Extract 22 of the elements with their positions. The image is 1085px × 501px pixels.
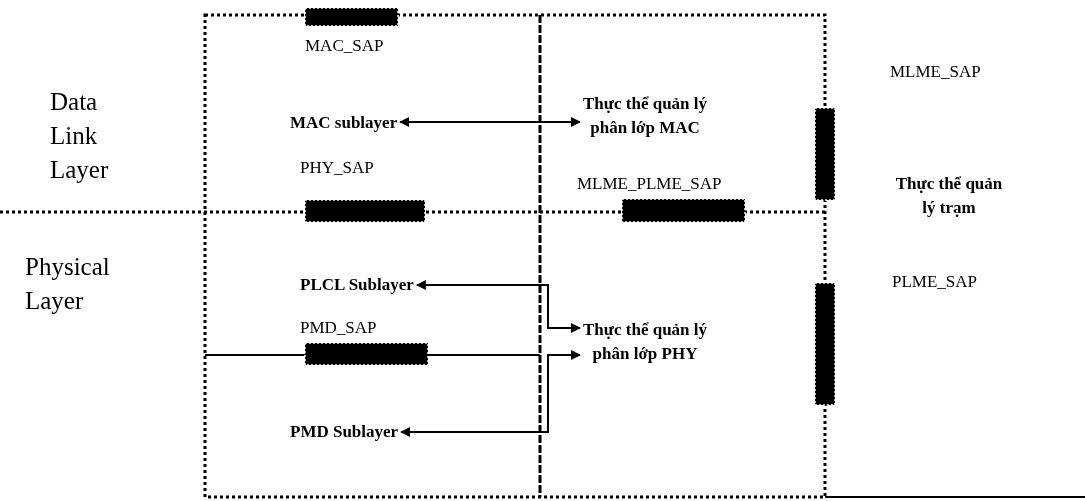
sap-bar: [621, 198, 746, 223]
sublayer-label: PLCL Sublayer: [300, 273, 430, 297]
sap-bar: [304, 342, 429, 366]
sap-bar: [814, 107, 836, 201]
sublayer-label: PMD Sublayer: [290, 420, 420, 444]
sap-label: MLME_PLME_SAP: [577, 174, 722, 194]
sap-label: PMD_SAP: [300, 318, 377, 338]
entity-label: Thực thể quản lý phân lớp PHY: [570, 318, 720, 366]
sublayer-label: MAC sublayer: [290, 111, 400, 135]
sap-bar: [814, 282, 836, 406]
sap-bar: [304, 199, 426, 223]
sap-label: MAC_SAP: [305, 36, 384, 56]
entity-label: Thực thể quản lý trạm: [895, 172, 1003, 220]
sap-label: MLME_SAP: [890, 62, 981, 82]
double-arrow: [415, 280, 581, 333]
entity-label: Thực thể quản lý phân lớp MAC: [575, 92, 715, 140]
double-arrow: [399, 117, 581, 127]
sap-label: PHY_SAP: [300, 158, 374, 178]
double-arrow: [400, 350, 581, 437]
sap-bar: [304, 7, 399, 27]
sap-label: PLME_SAP: [892, 272, 978, 292]
layer-label: Data Link Layer: [50, 87, 110, 185]
